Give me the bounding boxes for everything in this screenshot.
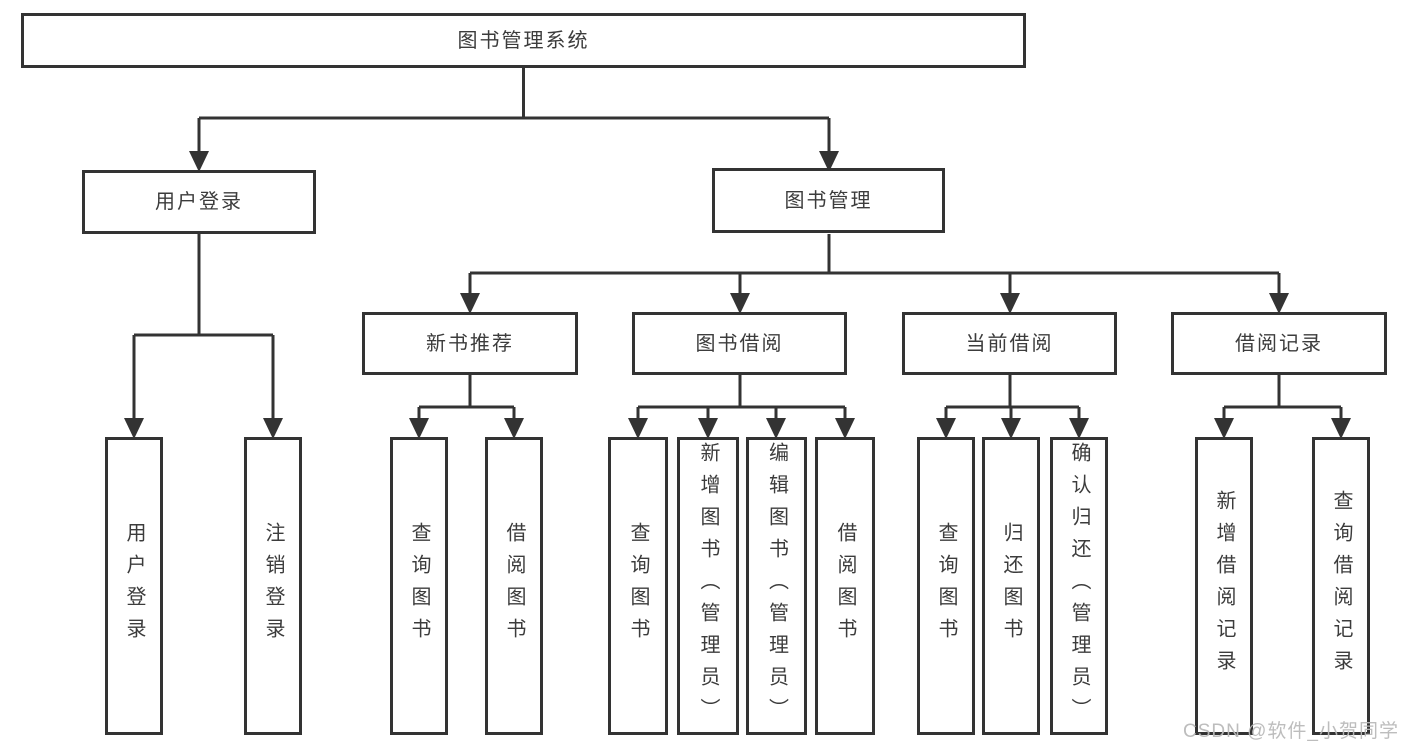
arrowhead [628,418,648,439]
connector-root-to-level2 [189,68,839,172]
arrowhead [1331,418,1351,439]
node-label: 当前借阅 [965,332,1054,355]
node-leaf-add-borrow-record: 新增借阅记录 [1195,437,1253,735]
arrowhead [124,418,144,439]
arrowhead [1214,418,1234,439]
node-leaf-add-books-admin: 新增图书（管理员） [677,437,739,735]
node-leaf-query-books-1: 查询图书 [390,437,448,735]
connector-user-login-branch [124,234,283,439]
arrowhead [698,418,718,439]
connector-book-management-branch [460,234,1289,314]
node-label: 借阅图书 [503,522,525,650]
node-label: 归还图书 [1000,522,1022,650]
csdn-watermark: CSDN @软件_小贺同学 [1183,721,1399,742]
node-label: 查询图书 [627,522,649,650]
node-leaf-return-books: 归还图书 [982,437,1040,735]
connector-borrow-record-branch [1214,375,1351,439]
arrowhead [730,293,750,314]
node-book-borrow: 图书借阅 [632,312,847,375]
arrowhead [1001,418,1021,439]
arrowhead [1000,293,1020,314]
node-label: 用户登录 [155,191,243,213]
node-label: 用户登录 [123,522,145,650]
arrowhead [1069,418,1089,439]
arrowhead [1269,293,1289,314]
node-book-management: 图书管理 [712,168,945,233]
node-label: 确认归还（管理员） [1068,442,1090,730]
node-leaf-borrow-books-2: 借阅图书 [815,437,875,735]
node-leaf-user-login: 用户登录 [105,437,163,735]
node-leaf-borrow-books-1: 借阅图书 [485,437,543,735]
node-library-management-system: 图书管理系统 [21,13,1026,68]
node-label: 新书推荐 [426,332,514,355]
node-label: 编辑图书（管理员） [765,442,788,730]
node-leaf-query-books-2: 查询图书 [608,437,668,735]
node-label: 新增图书（管理员） [697,442,719,730]
node-borrow-record: 借阅记录 [1171,312,1387,375]
arrowhead [936,418,956,439]
connector-new-book-branch [409,375,524,439]
arrowhead [263,418,283,439]
connector-book-borrow-branch [628,375,855,439]
node-label: 借阅记录 [1235,332,1323,355]
arrowhead [460,293,480,314]
connector-current-borrow-branch [936,375,1089,439]
node-new-book-recommend: 新书推荐 [362,312,578,375]
node-label: 图书借阅 [695,332,784,355]
node-label: 借阅图书 [834,522,856,650]
node-label: 查询借阅记录 [1330,490,1352,682]
node-label: 查询图书 [408,522,430,650]
node-leaf-logout: 注销登录 [244,437,302,735]
arrowhead [409,418,429,439]
node-leaf-query-books-3: 查询图书 [917,437,975,735]
node-user-login: 用户登录 [82,170,316,234]
node-label: 注销登录 [262,522,284,650]
arrowhead [189,151,209,172]
arrowhead [504,418,524,439]
node-leaf-edit-books-admin: 编辑图书（管理员） [746,437,807,735]
node-leaf-confirm-return-admin: 确认归还（管理员） [1050,437,1108,735]
node-current-borrow: 当前借阅 [902,312,1117,375]
node-label: 图书管理 [784,189,873,212]
arrowhead [835,418,855,439]
node-leaf-query-borrow-record: 查询借阅记录 [1312,437,1370,735]
arrowhead [766,418,786,439]
node-label: 新增借阅记录 [1213,490,1235,682]
node-label: 图书管理系统 [457,29,590,52]
node-label: 查询图书 [935,522,957,650]
